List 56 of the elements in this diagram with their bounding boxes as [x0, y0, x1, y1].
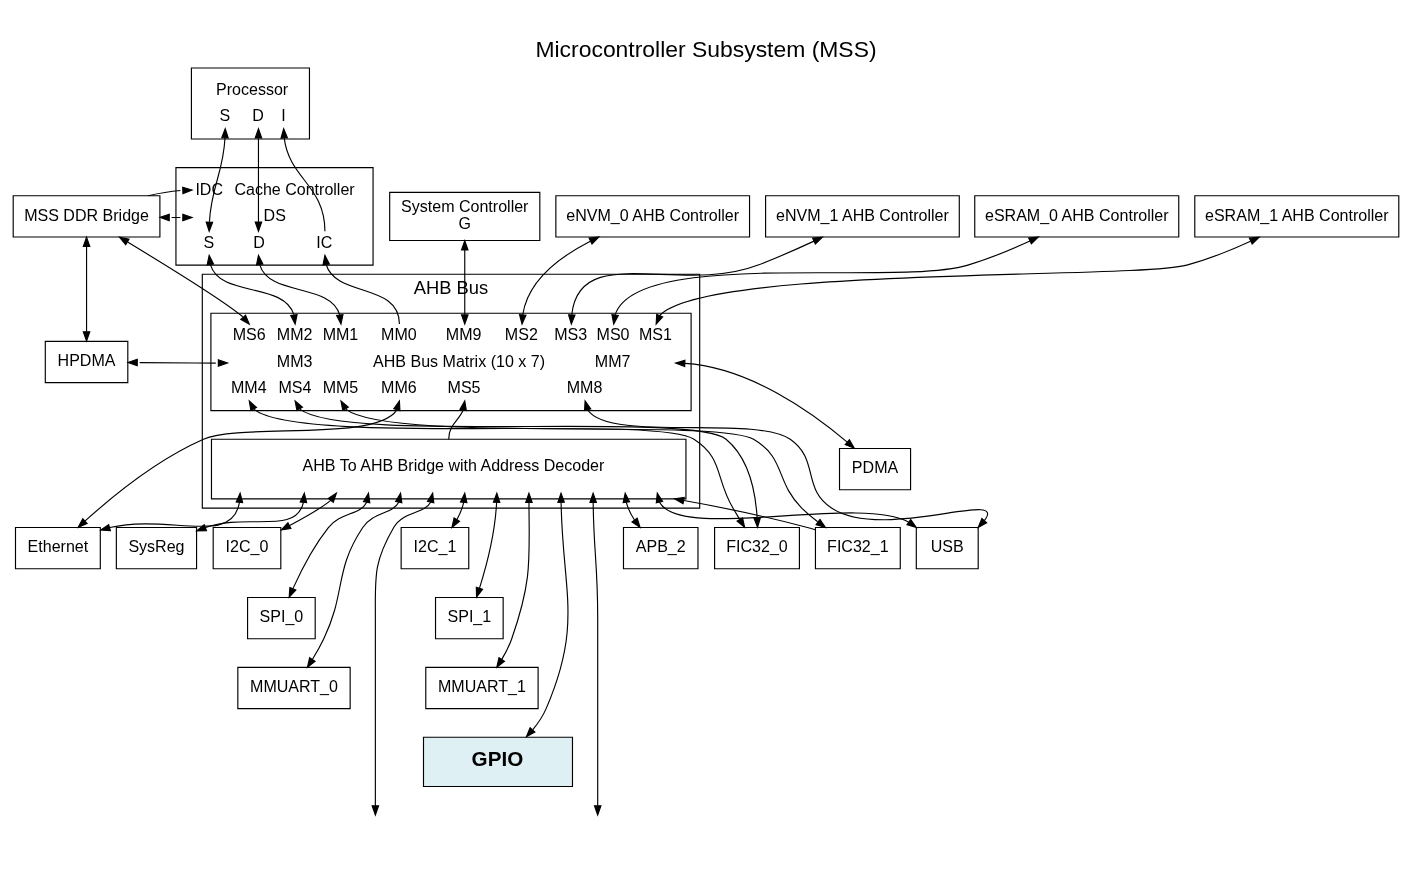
arrow: [448, 398, 468, 440]
node-box: APB_2: [622, 526, 699, 569]
arrow: [279, 491, 338, 531]
arrow: [451, 490, 468, 529]
arrow: [567, 236, 824, 326]
arrow: [206, 253, 298, 326]
node-box: USB: [915, 526, 979, 569]
arrow: [118, 235, 251, 325]
arrow: [76, 398, 401, 528]
node-box: PDMA: [838, 447, 912, 490]
arrow: [340, 398, 827, 528]
node-box: MSS DDR Bridge: [12, 194, 161, 238]
node-box: eSRAM_0 AHB Controller: [974, 194, 1180, 238]
arrow: [589, 490, 602, 817]
arrow: [495, 490, 533, 669]
arrow: [525, 490, 569, 738]
node-box: SPI_1: [434, 596, 504, 639]
node-box: HPDMA: [44, 340, 129, 383]
arrow: [255, 253, 344, 326]
node-box: FIC32_0: [714, 526, 800, 569]
node-box: eSRAM_1 AHB Controller: [1194, 194, 1400, 238]
arrow: [622, 490, 642, 529]
node-box: AHB To AHB Bridge with Address Decoder: [210, 438, 687, 499]
node-box: SysReg: [115, 526, 198, 569]
node-box: I2C_0: [212, 526, 282, 569]
arrow: [147, 185, 194, 196]
arrow: [99, 490, 244, 531]
node-box: eNVM_1 AHB Controller: [765, 194, 960, 238]
node-box: Ethernet: [14, 526, 101, 569]
arrow: [518, 235, 601, 326]
arrow: [254, 126, 263, 233]
node-box: System Controller G: [389, 191, 541, 241]
arrow: [126, 358, 230, 367]
arrow: [288, 490, 371, 599]
arrow: [655, 490, 918, 529]
arrow: [306, 490, 403, 669]
node-box: MMUART_1: [425, 666, 539, 709]
arrow: [322, 253, 400, 325]
node-box: MMUART_0: [237, 666, 351, 709]
arrow: [673, 358, 856, 449]
node-box: SPI_0: [247, 596, 316, 639]
arrow: [475, 490, 501, 599]
arrow: [82, 234, 91, 343]
node-box: FIC32_1: [814, 526, 901, 569]
arrow: [195, 490, 308, 532]
arrow: [371, 490, 435, 817]
arrow: [583, 398, 989, 529]
node-box: eNVM_0 AHB Controller: [555, 194, 751, 238]
arrow: [460, 238, 469, 326]
arrow: [655, 235, 1261, 326]
diagram-title: Microcontroller Subsystem (MSS): [535, 35, 877, 62]
arrow: [611, 235, 1040, 326]
node-box: I2C_1: [400, 526, 470, 569]
arrow: [672, 496, 816, 530]
node-box: GPIO: [422, 736, 574, 787]
arrow: [280, 126, 326, 232]
